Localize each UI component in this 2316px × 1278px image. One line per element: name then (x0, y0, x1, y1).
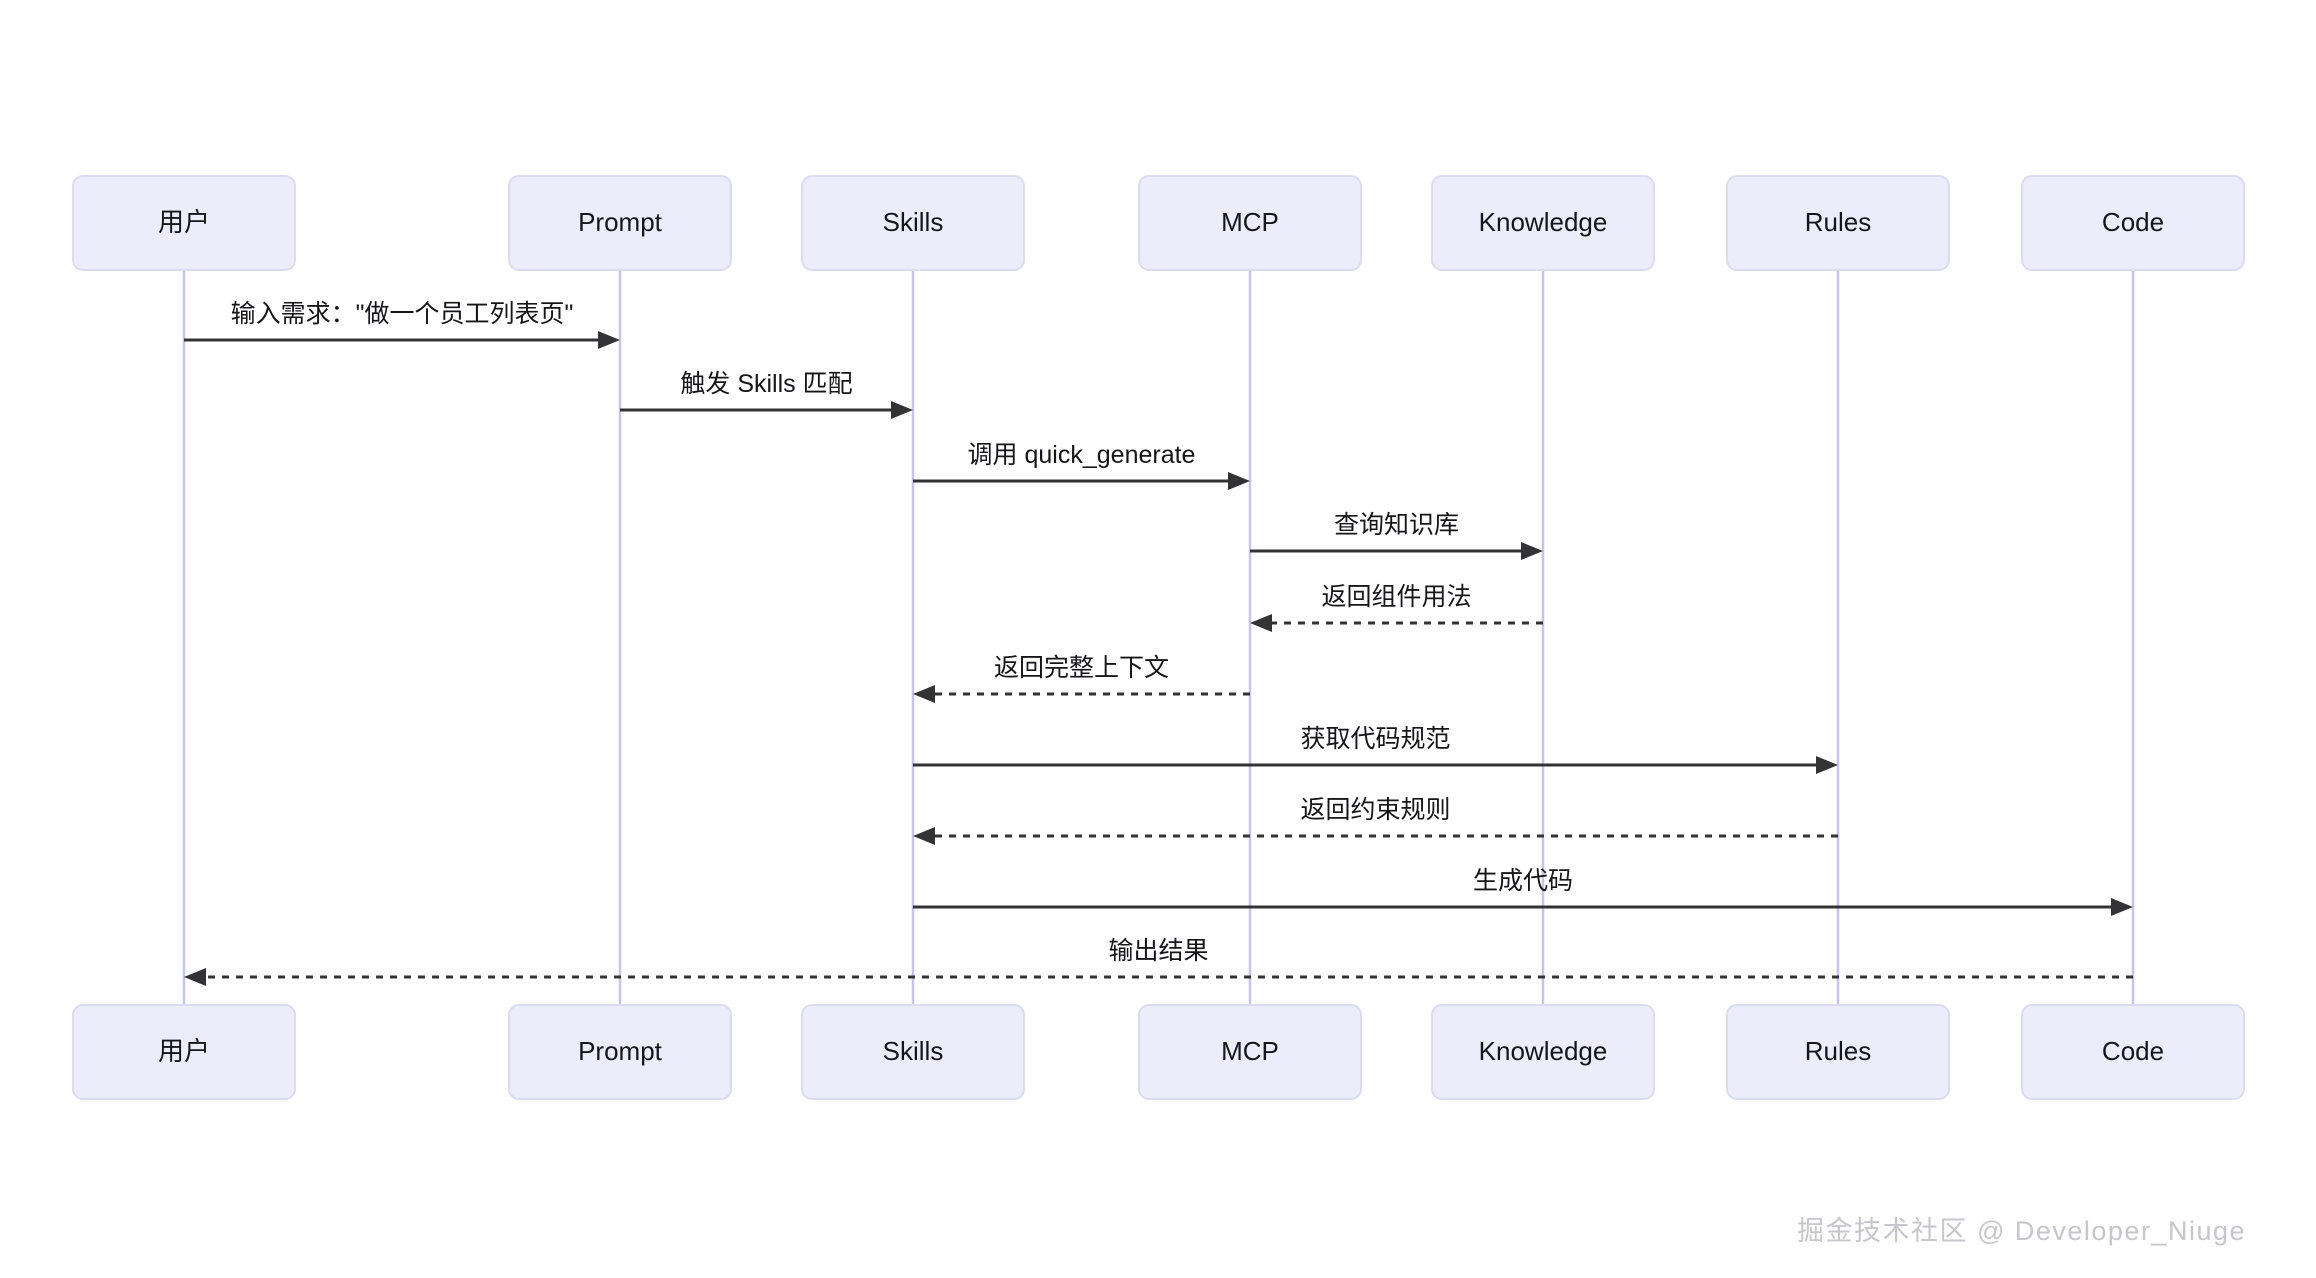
message-label: 返回组件用法 (1321, 583, 1471, 611)
watermark-label: 掘金技术社区 @ Developer_Niuge (1797, 1216, 2246, 1246)
actor-box (1726, 175, 1950, 271)
actor-label-knowledge: Knowledge (1479, 1036, 1608, 1066)
actor-knowledge-bottom[interactable]: Knowledge (1431, 1004, 1655, 1100)
actor-label-rules: Rules (1805, 207, 1871, 237)
actor-box (508, 1004, 732, 1100)
actor-label-rules: Rules (1805, 1036, 1871, 1066)
actor-skills-bottom[interactable]: Skills (801, 1004, 1025, 1100)
actor-box (1138, 1004, 1362, 1100)
actor-box (2021, 1004, 2245, 1100)
message-arrowhead (1250, 614, 1272, 632)
message-arrowhead (913, 827, 935, 845)
actor-code-bottom[interactable]: Code (2021, 1004, 2245, 1100)
message-label: 调用 quick_generate (968, 441, 1196, 469)
message-2-prompt-to-skills: 触发 Skills 匹配 (620, 370, 913, 419)
actor-mcp-top[interactable]: MCP (1138, 175, 1362, 271)
message-6-mcp-to-skills: 返回完整上下文 (913, 654, 1250, 703)
message-5-knowledge-to-mcp: 返回组件用法 (1250, 583, 1543, 632)
actor-label-mcp: MCP (1221, 1036, 1279, 1066)
actor-box (508, 175, 732, 271)
actor-user-top[interactable]: 用户 (72, 175, 296, 271)
message-label: 返回完整上下文 (994, 654, 1169, 682)
actor-prompt-bottom[interactable]: Prompt (508, 1004, 732, 1100)
top-actor-boxes-group: 用户 Prompt Skills MCP Knowledge Rules Code (72, 175, 2245, 271)
message-arrowhead (913, 685, 935, 703)
message-9-skills-to-code: 生成代码 (913, 867, 2133, 916)
actor-box (801, 1004, 1025, 1100)
message-arrowhead (598, 331, 620, 349)
actor-label-knowledge: Knowledge (1479, 207, 1608, 237)
actor-label-skills: Skills (883, 1036, 944, 1066)
message-arrowhead (2111, 898, 2133, 916)
actor-box (1431, 175, 1655, 271)
message-label: 触发 Skills 匹配 (680, 370, 852, 398)
message-arrowhead (184, 968, 206, 986)
actor-box (2021, 175, 2245, 271)
message-1-user-to-prompt: 输入需求："做一个员工列表页" (184, 300, 620, 349)
actor-box (801, 175, 1025, 271)
actor-label-user: 用户 (158, 207, 210, 237)
message-label: 输入需求："做一个员工列表页" (231, 300, 574, 328)
actor-skills-top[interactable]: Skills (801, 175, 1025, 271)
actor-label-skills: Skills (883, 207, 944, 237)
actor-label-code: Code (2102, 1036, 2164, 1066)
actor-label-prompt: Prompt (578, 1036, 663, 1066)
actor-user-bottom[interactable]: 用户 (72, 1004, 296, 1100)
actor-box (1726, 1004, 1950, 1100)
actor-label-code: Code (2102, 207, 2164, 237)
message-3-skills-to-mcp: 调用 quick_generate (913, 441, 1250, 490)
actor-box (1431, 1004, 1655, 1100)
message-arrowhead (1228, 472, 1250, 490)
actor-box (72, 1004, 296, 1100)
message-label: 返回约束规则 (1300, 796, 1450, 824)
actor-label-prompt: Prompt (578, 207, 663, 237)
message-arrowhead (1816, 756, 1838, 774)
message-10-code-to-user: 输出结果 (184, 937, 2133, 986)
message-arrowhead (891, 401, 913, 419)
actor-box (1138, 175, 1362, 271)
message-4-mcp-to-knowledge: 查询知识库 (1250, 511, 1543, 560)
message-arrowhead (1521, 542, 1543, 560)
watermark: 掘金技术社区 @ Developer_Niuge (1797, 1216, 2246, 1246)
actor-knowledge-top[interactable]: Knowledge (1431, 175, 1655, 271)
actor-rules-top[interactable]: Rules (1726, 175, 1950, 271)
actor-label-user: 用户 (158, 1036, 210, 1066)
actor-rules-bottom[interactable]: Rules (1726, 1004, 1950, 1100)
actor-prompt-top[interactable]: Prompt (508, 175, 732, 271)
bottom-actor-boxes-group: 用户 Prompt Skills MCP Knowledge Rules Code (72, 1004, 2245, 1100)
lifelines-group (182, 270, 2135, 1005)
actor-box (72, 175, 296, 271)
message-label: 生成代码 (1473, 867, 1573, 895)
actor-code-top[interactable]: Code (2021, 175, 2245, 271)
message-8-rules-to-skills: 返回约束规则 (913, 796, 1838, 845)
message-label: 获取代码规范 (1300, 725, 1450, 753)
message-label: 输出结果 (1108, 937, 1208, 965)
actor-mcp-bottom[interactable]: MCP (1138, 1004, 1362, 1100)
actor-label-mcp: MCP (1221, 207, 1279, 237)
message-7-skills-to-rules: 获取代码规范 (913, 725, 1838, 774)
message-label: 查询知识库 (1334, 511, 1459, 539)
